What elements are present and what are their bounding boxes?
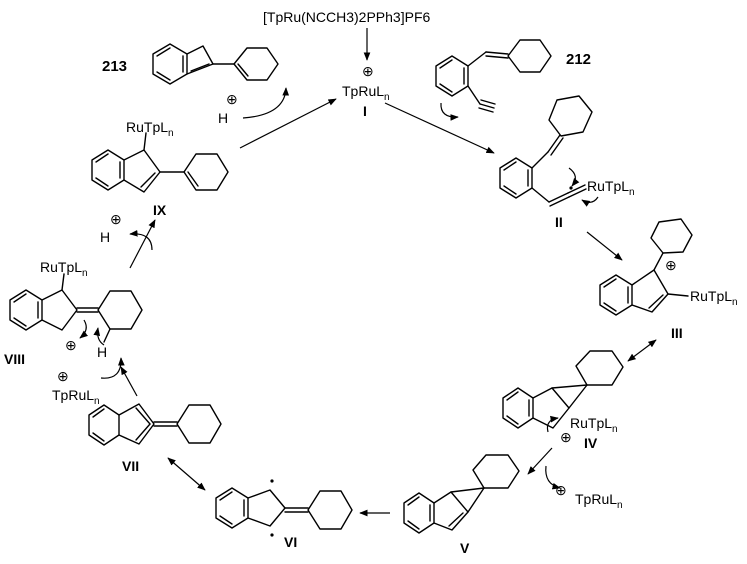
label-213: 213 — [102, 58, 127, 75]
compound-VI-structure — [215, 479, 353, 537]
label-IX: IX — [153, 202, 167, 218]
arrow-II-curly-2 — [581, 196, 599, 207]
compound-213-structure — [152, 43, 279, 85]
label-V: V — [460, 540, 470, 556]
ru-on-VIII: RuTpLn — [40, 259, 88, 279]
III-cation-charge: ⊕ — [665, 257, 677, 273]
arrow-VI-VII-equilibrium — [167, 457, 206, 491]
label-II: II — [555, 214, 563, 230]
compound-VIII-structure — [9, 273, 143, 343]
arrow-IV-to-V — [527, 447, 553, 475]
arrow-substrate-binding — [440, 102, 459, 121]
compound-IV-structure — [502, 350, 624, 429]
arrow-I-to-II — [384, 102, 495, 154]
proton-213: H — [218, 110, 228, 126]
proton-213-charge: ⊕ — [226, 91, 238, 107]
label-VIII: VIII — [4, 351, 25, 367]
lost-proton: H — [100, 229, 110, 245]
compound-III-structure — [599, 218, 693, 316]
arrow-catalyst-release — [545, 465, 561, 490]
arrow-III-IV-equilibrium — [627, 339, 657, 362]
arrow-IX-to-I — [239, 98, 337, 149]
compound-212-structure — [435, 39, 552, 113]
released-catalyst-charge: ⊕ — [555, 482, 567, 498]
ru-on-IX: RuTpLn — [126, 119, 174, 139]
arrow-IV-curly — [546, 415, 559, 433]
IV-charge: ⊕ — [560, 429, 572, 445]
released-catalyst: TpRuLn — [575, 491, 623, 511]
compound-VII-structure — [88, 403, 222, 446]
arrow-proton-addition — [242, 87, 290, 119]
catalyst-I: TpRuLn — [342, 83, 390, 103]
ru-on-II: RuTpLn — [587, 178, 635, 198]
binding-catalyst: TpRuLn — [52, 387, 100, 407]
compound-IX-structure — [91, 132, 229, 193]
arrow-proton-loss — [129, 229, 153, 251]
catalyst-charge: ⊕ — [362, 63, 374, 79]
label-VII: VII — [122, 458, 139, 474]
arrow-II-to-III — [586, 231, 623, 261]
VIII-cation-charge: ⊕ — [65, 337, 77, 353]
arrow-VIII-curly-2 — [93, 327, 105, 346]
arrow-VII-to-VIII — [120, 366, 138, 397]
compound-II-structure — [499, 95, 593, 207]
arrow-II-curly — [568, 167, 580, 187]
label-VI: VI — [284, 534, 297, 550]
compound-V-structure — [403, 454, 520, 534]
label-I: I — [363, 103, 367, 119]
label-IV: IV — [584, 435, 598, 451]
VIII-hydrogen: H — [97, 344, 107, 360]
ru-on-IV: RuTpLn — [570, 415, 618, 435]
binding-catalyst-charge: ⊕ — [57, 368, 69, 384]
arrow-catalyst-binding — [100, 357, 125, 379]
lost-proton-charge: ⊕ — [110, 211, 122, 227]
label-212: 212 — [566, 51, 591, 68]
ru-on-III: RuTpLn — [690, 288, 738, 308]
arrow-VIII-to-IX — [129, 219, 156, 269]
arrow-VIII-curly — [79, 319, 89, 339]
catalyst-precursor: [TpRu(NCCH3)2PPh3]PF6 — [263, 9, 430, 25]
label-III: III — [671, 325, 683, 341]
